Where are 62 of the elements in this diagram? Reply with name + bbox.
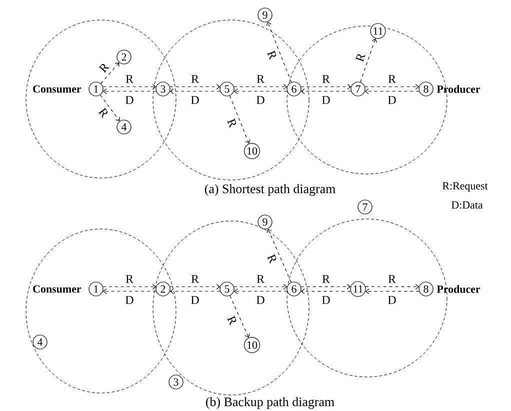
arrow: [365, 284, 420, 290]
arrow: [100, 62, 120, 84]
arrow: [360, 38, 377, 82]
edge-label: D: [124, 96, 134, 104]
edge-label: D: [387, 296, 397, 304]
arrow: [229, 95, 250, 144]
arrow: [300, 288, 351, 294]
edge-label: D: [124, 296, 134, 304]
edge-label: R: [355, 52, 366, 63]
edge-label: R: [322, 274, 330, 284]
role-label: Consumer: [33, 85, 82, 93]
edge-label: R: [98, 62, 110, 74]
role-label: Producer: [436, 85, 480, 93]
edge-label: D: [256, 296, 266, 304]
arrow: [234, 88, 288, 94]
arrow: [100, 94, 120, 122]
arrow: [266, 228, 292, 283]
arrow: [300, 88, 352, 94]
arrow: [170, 84, 220, 90]
arrow: [102, 88, 156, 94]
edge-label: R: [388, 74, 396, 84]
arrow: [234, 84, 288, 90]
edge-label: R: [322, 74, 330, 84]
arrow: [170, 88, 220, 94]
edge-label: R: [125, 274, 134, 284]
edge-label: D: [321, 96, 331, 104]
panel-caption: (a) Shortest path diagram: [204, 184, 336, 196]
arrow: [170, 288, 220, 294]
edge-label: D: [321, 296, 331, 304]
arrow: [102, 84, 156, 90]
edge-label: D: [190, 296, 200, 304]
edge-label: R: [256, 74, 265, 84]
edge-label: R: [266, 253, 278, 264]
role-label: Consumer: [33, 285, 82, 293]
edge-label: R: [125, 74, 134, 84]
key-note: D:Data: [452, 201, 483, 209]
role-label: Producer: [436, 285, 480, 293]
arrow: [364, 84, 420, 90]
arrow: [230, 295, 250, 338]
panel-caption: (b) Backup path diagram: [206, 397, 334, 409]
arrow: [300, 284, 351, 290]
arrow: [234, 284, 288, 290]
edge-label: D: [256, 96, 266, 104]
edge-label: D: [387, 96, 397, 104]
arrow: [102, 284, 156, 290]
edge-label: R: [190, 274, 200, 284]
arrow: [170, 284, 220, 290]
edge-label: R: [98, 106, 110, 119]
edge-label: R: [226, 117, 238, 129]
edge-label: D: [190, 96, 200, 104]
arrow: [365, 288, 420, 294]
arrow: [102, 288, 156, 294]
edge-label: R: [256, 274, 265, 284]
arrow: [234, 288, 288, 294]
arrow: [266, 22, 292, 82]
edge-label: R: [190, 74, 200, 84]
edge-label: R: [226, 314, 238, 326]
edge-label: R: [266, 49, 278, 60]
edge-label: R: [388, 274, 396, 284]
arrow: [300, 84, 352, 90]
arrow: [364, 88, 420, 94]
key-note: R:Request: [442, 182, 488, 192]
